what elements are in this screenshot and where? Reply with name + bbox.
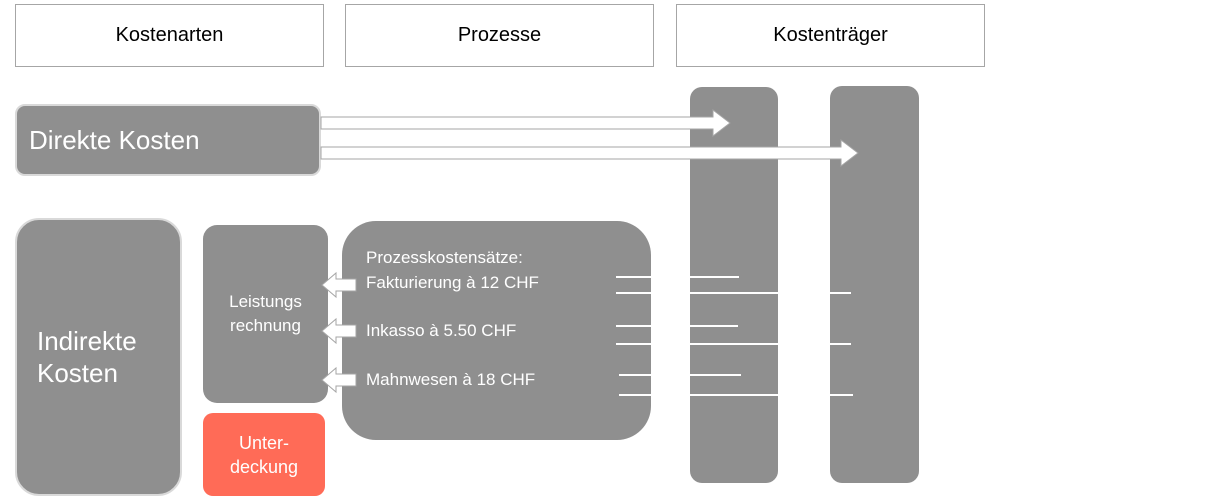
performance-accounting-box: Leistungs rechnung [203, 225, 328, 403]
header-cost-units: Kostenträger [676, 4, 985, 67]
indirect-costs-box: Indirekte Kosten [15, 218, 182, 496]
performance-accounting-label: Leistungs rechnung [229, 292, 302, 335]
mahnwesen-left-arrow [321, 366, 357, 394]
process-rate-item: Mahnwesen à 18 CHF [366, 370, 536, 389]
direct-costs-box: Direkte Kosten [15, 104, 321, 176]
direct-costs-label: Direkte Kosten [29, 124, 200, 155]
direct-to-unit2-arrow [320, 138, 859, 168]
under-coverage-box: Unter- deckung [203, 413, 325, 496]
indirect-costs-label: Indirekte Kosten [37, 326, 137, 388]
direct-to-unit1-arrow [320, 108, 731, 138]
fakturierung-left-arrow [321, 271, 357, 299]
header-cost-types: Kostenarten [15, 4, 324, 67]
process-rates-box: Prozesskostensätze: Fakturierung à 12 CH… [342, 221, 651, 440]
under-coverage-label: Unter- deckung [229, 432, 299, 477]
header-processes: Prozesse [345, 4, 654, 67]
inkasso-left-arrow [321, 317, 357, 345]
process-rate-item: Inkasso à 5.50 CHF [366, 321, 517, 340]
process-rate-item: Fakturierung à 12 CHF [366, 273, 539, 292]
process-rates-title: Prozesskostensätze: [366, 248, 523, 267]
